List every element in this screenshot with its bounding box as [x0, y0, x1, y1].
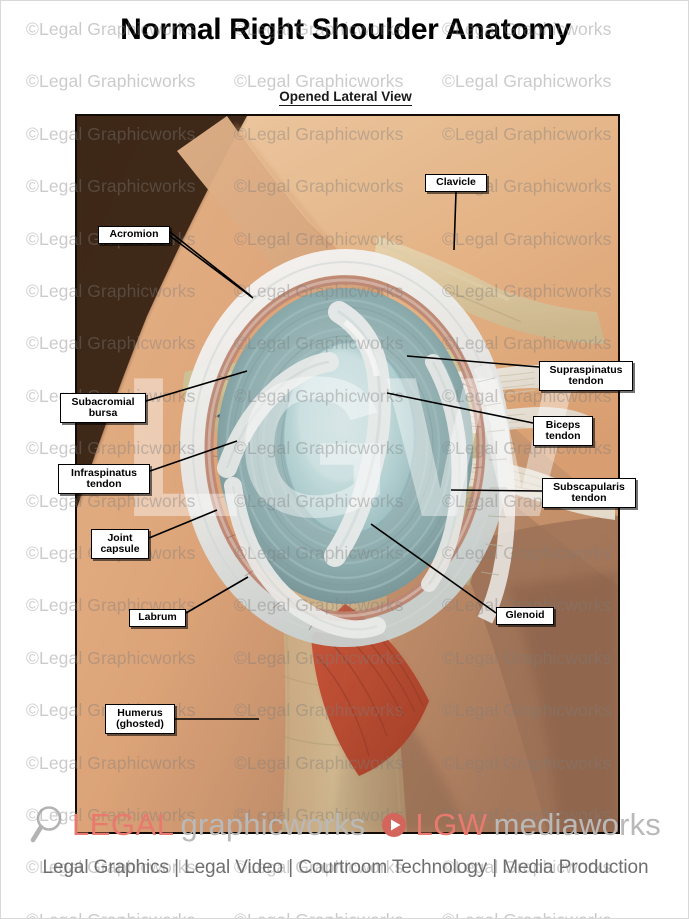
callout-subacromial-bursa[interactable]: Subacromial bursa — [60, 393, 146, 423]
brand-graphicworks: graphicworks — [180, 807, 366, 842]
callout-glenoid[interactable]: Glenoid — [496, 607, 554, 625]
callout-supraspinatus-tendon[interactable]: Supraspinatus tendon — [539, 361, 633, 391]
callout-joint-capsule[interactable]: Joint capsule — [91, 529, 149, 559]
play-icon — [382, 813, 407, 837]
callout-labrum[interactable]: Labrum — [129, 609, 186, 627]
page-subtitle-text: Opened Lateral View — [279, 89, 412, 106]
center-watermark: LGW — [121, 336, 576, 559]
anatomy-artwork: LGW — [77, 116, 618, 832]
magnifier-icon — [30, 806, 62, 843]
poster-footer: LEGAL graphicworks LGW mediaworks Legal … — [1, 789, 688, 918]
page-subtitle: Opened Lateral View — [1, 89, 688, 106]
anatomy-illustration: LGW — [75, 114, 620, 834]
brand-mediaworks: mediaworks — [493, 807, 661, 842]
callout-acromion[interactable]: Acromion — [98, 226, 170, 244]
footer-tagline: Legal Graphics | Legal Video | Courtroom… — [42, 857, 649, 878]
callout-clavicle[interactable]: Clavicle — [425, 174, 487, 192]
callout-infraspinatus-tendon[interactable]: Infraspinatus tendon — [58, 464, 150, 494]
callout-humerus-ghosted[interactable]: Humerus (ghosted) — [105, 704, 175, 734]
callout-biceps-tendon[interactable]: Biceps tendon — [533, 416, 593, 446]
callout-subscapularis-tendon[interactable]: Subscapularis tendon — [542, 478, 636, 508]
brand-row: LEGAL graphicworks LGW mediaworks — [1, 799, 688, 851]
brand-lgw: LGW — [415, 807, 488, 842]
brand-legal: LEGAL — [72, 807, 175, 842]
page-title: Normal Right Shoulder Anatomy — [120, 13, 571, 46]
